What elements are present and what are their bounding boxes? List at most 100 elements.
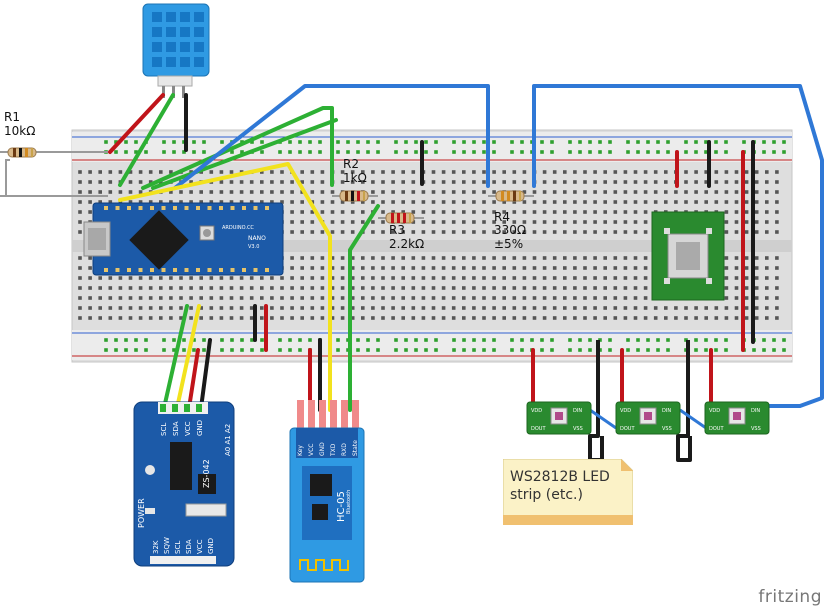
- breadboard-hole: [340, 256, 345, 260]
- breadboard-hole: [734, 276, 739, 280]
- rail-hole: [172, 348, 176, 352]
- breadboard-hole: [522, 210, 527, 214]
- breadboard-hole: [128, 296, 133, 300]
- hc05-header-pin: [319, 400, 326, 428]
- rail-hole: [414, 150, 418, 154]
- breadboard-hole: [633, 230, 638, 234]
- breadboard-hole: [744, 286, 749, 290]
- breadboard-hole: [108, 296, 113, 300]
- nano-pin: [173, 206, 177, 210]
- rail-hole: [356, 348, 360, 352]
- breadboard-hole: [88, 276, 92, 280]
- rail-hole: [462, 348, 466, 352]
- dht-grill-hole: [152, 12, 162, 22]
- breadboard-hole: [350, 220, 355, 224]
- breadboard-hole: [775, 230, 779, 234]
- breadboard-hole: [330, 316, 335, 320]
- breadboard-hole: [118, 276, 123, 280]
- breadboard-hole: [542, 316, 547, 320]
- breadboard-hole: [219, 296, 224, 300]
- breadboard-hole: [441, 190, 446, 194]
- breadboard-hole: [209, 170, 214, 174]
- rail-hole: [694, 150, 698, 154]
- breadboard-hole: [451, 306, 456, 310]
- rail-hole: [220, 348, 224, 352]
- breadboard-hole: [320, 266, 325, 270]
- breadboard-hole: [765, 210, 769, 214]
- breadboard-hole: [451, 190, 456, 194]
- breadboard-hole: [593, 200, 597, 204]
- rtc-pin-label: SCL: [174, 541, 182, 554]
- led-pin-label: VSS: [573, 426, 583, 432]
- breadboard-hole: [583, 266, 587, 270]
- breadboard-hole: [573, 180, 577, 184]
- breadboard-hole: [189, 180, 193, 184]
- breadboard-hole: [643, 306, 648, 310]
- breadboard-hole: [451, 210, 456, 214]
- breadboard-hole: [340, 180, 345, 184]
- breadboard-hole: [522, 230, 527, 234]
- breadboard-hole: [563, 286, 567, 290]
- breadboard-hole: [563, 306, 567, 310]
- breadboard-hole: [350, 200, 355, 204]
- breadboard-hole: [78, 306, 82, 310]
- breadboard-hole: [734, 180, 739, 184]
- breadboard-hole: [593, 256, 597, 260]
- rail-hole: [704, 150, 708, 154]
- led-pin-label: DIN: [662, 408, 671, 414]
- breadboard-hole: [643, 210, 648, 214]
- breadboard-hole: [724, 210, 729, 214]
- breadboard-hole: [674, 316, 678, 320]
- breadboard-hole: [563, 256, 567, 260]
- breadboard-hole: [421, 200, 426, 204]
- nano-pin: [207, 206, 212, 210]
- breadboard-hole: [229, 306, 234, 310]
- rail-hole: [462, 338, 466, 342]
- breadboard-hole: [209, 276, 214, 280]
- rail-hole: [608, 150, 612, 154]
- rail-hole: [520, 338, 524, 342]
- nano-pin: [104, 206, 108, 210]
- breadboard-hole: [744, 180, 749, 184]
- breadboard-hole: [340, 220, 345, 224]
- breadboard-hole: [189, 296, 193, 300]
- breadboard-hole: [775, 180, 779, 184]
- breadboard-hole: [593, 296, 597, 300]
- breadboard-hole: [431, 180, 436, 184]
- rail-hole: [666, 140, 670, 144]
- breadboard-hole: [421, 210, 426, 214]
- breadboard-hole: [401, 210, 405, 214]
- breadboard-hole: [724, 276, 729, 280]
- breadboard-hole: [431, 170, 436, 174]
- breadboard-hole: [765, 190, 769, 194]
- breadboard-hole: [563, 200, 567, 204]
- breadboard-hole: [583, 190, 587, 194]
- breadboard-hole: [765, 306, 769, 310]
- breadboard-hole: [401, 256, 405, 260]
- breadboard-hole: [169, 200, 173, 204]
- breadboard-hole: [280, 180, 284, 184]
- breadboard-hole: [78, 296, 82, 300]
- breadboard-hole: [573, 200, 577, 204]
- breadboard-hole: [381, 276, 385, 280]
- hc05-pin-label: GND: [319, 442, 326, 456]
- rail-hole: [288, 140, 292, 144]
- r3-value-label: 2.2kΩ: [389, 237, 424, 251]
- breadboard-hole: [462, 276, 466, 280]
- breadboard-hole: [148, 316, 153, 320]
- breadboard-hole: [371, 170, 375, 174]
- breadboard-hole: [290, 210, 294, 214]
- breadboard-hole: [583, 210, 587, 214]
- rail-hole: [704, 338, 708, 342]
- breadboard-hole: [219, 286, 224, 290]
- breadboard-hole: [532, 266, 537, 270]
- dht-grill-hole: [166, 57, 176, 67]
- rail-hole: [260, 140, 264, 144]
- breadboard-hole: [310, 276, 315, 280]
- rtc-pin-label: SCL: [160, 423, 168, 436]
- note-text: WS2812B LED strip (etc.): [510, 469, 610, 503]
- breadboard-hole: [310, 220, 315, 224]
- rtc-pin-label: GND: [207, 538, 215, 554]
- breadboard-hole: [613, 316, 618, 320]
